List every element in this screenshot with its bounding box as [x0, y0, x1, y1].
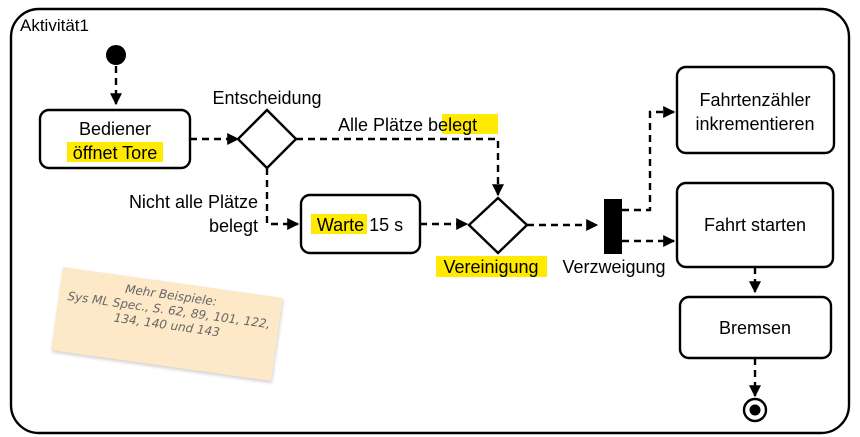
action-fahrtenzaehler-line1: Fahrtenzähler	[699, 90, 810, 110]
edge-decision-to-warte	[265, 168, 300, 230]
action-bremsen-label: Bremsen	[719, 318, 791, 338]
highlight-oeffnet-tore	[67, 142, 163, 162]
fork-node	[604, 199, 622, 254]
label-nicht-alle-line1: Nicht alle Plätze	[129, 192, 258, 212]
merge-node	[467, 196, 529, 255]
action-fahrtenzaehler	[675, 65, 836, 155]
label-alle-plaetze: Alle Plätze belegt	[338, 115, 477, 135]
final-node-inner	[749, 404, 761, 416]
initial-node	[106, 45, 126, 65]
highlight-warte	[311, 214, 367, 234]
highlight-belegt	[442, 114, 498, 134]
action-fahrtenzaehler-line2: inkrementieren	[695, 114, 814, 134]
label-nicht-alle-line2: belegt	[209, 216, 258, 236]
action-fahrt-starten	[675, 181, 835, 269]
action-warte-label: Warte 15 s	[317, 215, 403, 235]
edge-fork-to-fahrtenzaehler	[622, 106, 676, 212]
decision-node	[236, 108, 298, 170]
frame-title: Aktivität1	[20, 16, 89, 35]
action-bediener-line2: öffnet Tore	[73, 143, 157, 163]
label-vereinigung: Vereinigung	[443, 257, 538, 277]
highlight-vereinigung	[436, 256, 547, 277]
label-verzweigung: Verzweigung	[562, 257, 665, 277]
action-fahrt-starten-label: Fahrt starten	[704, 215, 806, 235]
action-bremsen	[678, 295, 833, 360]
action-bediener-line1: Bediener	[79, 119, 151, 139]
label-entscheidung: Entscheidung	[212, 88, 321, 108]
